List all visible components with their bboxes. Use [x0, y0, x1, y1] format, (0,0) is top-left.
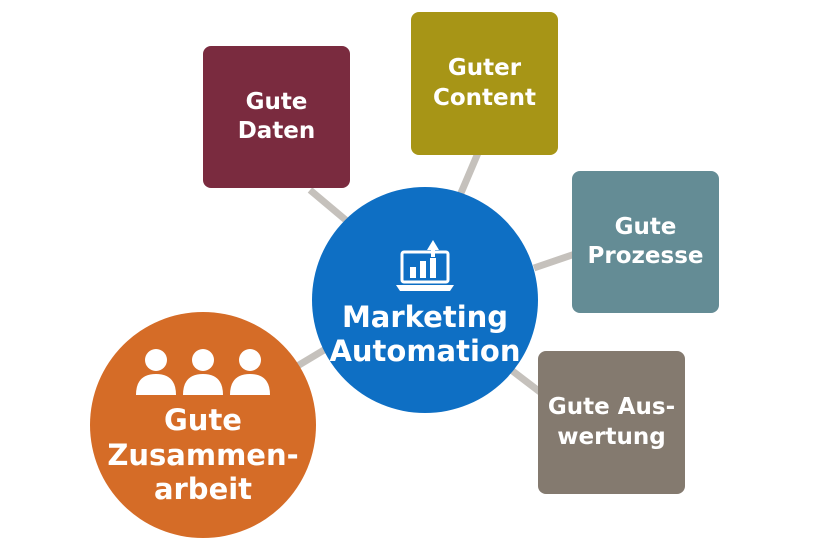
node-label-line: Gute Aus-: [547, 394, 676, 421]
laptop-chart-icon: [396, 239, 454, 291]
node-guter-content: Guter Content: [411, 12, 558, 155]
node-label-line: wertung: [557, 423, 666, 450]
node-label-line: Guter: [447, 55, 522, 82]
node-label-line: Content: [432, 84, 537, 111]
node-gute-auswertung: Gute Aus- wertung: [538, 351, 685, 494]
people-group-icon: [136, 348, 270, 395]
node-label-line: Prozesse: [587, 243, 704, 269]
center-label-line: Marketing: [341, 299, 509, 334]
node-label-line: Zusammen-: [107, 437, 299, 472]
connector-prozesse: [532, 250, 577, 272]
node-label-line: Gute: [164, 402, 242, 437]
center-marketing-automation: Marketing Automation: [312, 187, 538, 413]
center-label-line: Automation: [329, 334, 521, 368]
node-gute-prozesse: Gute Prozesse: [572, 171, 719, 313]
node-label-line: Gute: [614, 213, 677, 240]
node-label-line: Gute: [245, 88, 308, 115]
node-gute-daten: Gute Daten: [203, 46, 350, 188]
node-label-line: arbeit: [153, 472, 253, 507]
node-label-line: Daten: [237, 118, 316, 144]
node-gute-zusammenarbeit: Gute Zusammen- arbeit: [90, 312, 316, 538]
